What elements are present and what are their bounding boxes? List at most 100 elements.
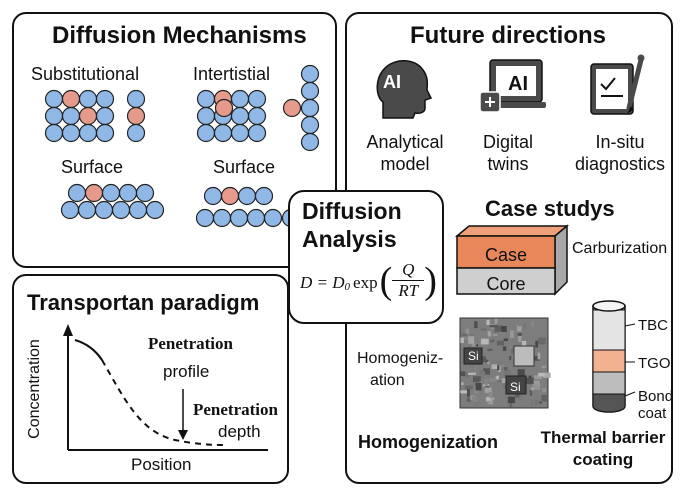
grain: [504, 370, 511, 376]
case-label: Case: [484, 245, 528, 265]
penetration-label-2: Penetration: [193, 400, 278, 419]
atom-host: [247, 123, 267, 143]
diagnostics-icon: [590, 54, 645, 115]
grain: [466, 389, 470, 397]
grain: [491, 364, 498, 370]
grain: [475, 344, 479, 347]
grain: [510, 330, 514, 339]
homog-line2: ation: [370, 372, 405, 389]
grain: [486, 319, 490, 326]
grain: [494, 325, 503, 333]
grain: [515, 393, 520, 398]
grain: [543, 372, 551, 378]
eq-sub: 0: [344, 280, 351, 293]
surface-right-label: Surface: [213, 157, 276, 177]
grain: [501, 378, 510, 383]
eq-exp: exp: [353, 272, 378, 292]
grain: [488, 392, 493, 398]
grain: [534, 375, 542, 380]
grain: [538, 401, 542, 404]
grain: [498, 331, 505, 334]
eq-lhs: D = D: [300, 272, 345, 292]
grain: [516, 326, 522, 332]
grain: [464, 385, 473, 390]
tbc-label: TBC: [638, 317, 668, 334]
homogenization-label: Homogenization: [358, 432, 498, 452]
grain: [496, 375, 499, 380]
grain: [471, 343, 476, 347]
thermal-barrier-line2: coating: [572, 450, 634, 469]
grain: [541, 365, 547, 369]
case-studies-title: Case studys: [485, 196, 615, 221]
profile-solid: [74, 338, 103, 361]
grain: [489, 378, 496, 382]
grain: [480, 328, 487, 331]
grain: [491, 397, 495, 401]
eq-denominator: RT: [398, 281, 419, 300]
depth-arrow-head: [178, 430, 188, 440]
y-axis-arrow: [63, 324, 73, 336]
interstitial-label: Intertistial: [193, 64, 271, 84]
surface-left-label: Surface: [61, 157, 124, 177]
y-axis-label: Concentration: [26, 339, 43, 439]
profile-dashed: [101, 359, 226, 446]
grain: [494, 376, 498, 379]
grain: [532, 382, 541, 390]
atom-host: [95, 123, 115, 143]
grain: [483, 368, 490, 375]
grain: [490, 381, 498, 388]
analytical-line2: model: [380, 154, 430, 174]
grain: [489, 325, 498, 328]
grain: [530, 400, 534, 406]
carburization-label: Carburization: [572, 240, 668, 257]
atom-solute: [214, 98, 234, 118]
grain: [528, 375, 532, 379]
atom-host: [126, 123, 146, 143]
grain: [502, 346, 507, 351]
depth-label: depth: [218, 422, 261, 441]
grain: [473, 366, 477, 373]
atom-host: [263, 208, 283, 228]
insitu-line2: diagnostics: [574, 154, 666, 174]
grain: [474, 402, 481, 407]
bond-label-1: Bond: [638, 388, 674, 405]
grain: [496, 360, 505, 365]
case-core-block: [454, 224, 570, 296]
atom-host: [254, 186, 274, 206]
si-label-2: Si: [510, 380, 521, 394]
grain: [534, 399, 538, 406]
ai-head-badge: AI: [383, 72, 401, 92]
insitu-line1: In-situ: [595, 132, 645, 152]
grain: [533, 380, 540, 385]
bond-label-2: coat: [638, 405, 667, 422]
grain: [503, 366, 508, 371]
homog-line1: Homogeniz-: [357, 350, 444, 367]
grain: [484, 387, 492, 394]
grain: [518, 392, 523, 401]
grain: [537, 352, 541, 360]
grain: [496, 340, 504, 346]
grain: [474, 341, 478, 345]
si-label-1: Si: [468, 349, 479, 363]
atom-solute: [282, 98, 302, 118]
grain: [461, 382, 464, 385]
grain: [542, 388, 547, 393]
x-axis-label: Position: [131, 455, 192, 474]
tgo-label: TGO: [638, 355, 671, 372]
grain: [501, 363, 505, 368]
eq-numerator: Q: [402, 260, 415, 279]
grain: [509, 346, 513, 349]
grain: [460, 337, 464, 344]
grain: [508, 373, 514, 376]
grain: [487, 361, 490, 365]
atom-host: [135, 183, 155, 203]
grain: [531, 320, 535, 327]
grain: [481, 356, 486, 363]
grain: [468, 336, 475, 344]
mechanisms-title: Diffusion Mechanisms: [52, 22, 307, 49]
analysis-title-1: Diffusion: [302, 198, 402, 224]
grain: [497, 380, 502, 383]
grain: [484, 378, 488, 386]
